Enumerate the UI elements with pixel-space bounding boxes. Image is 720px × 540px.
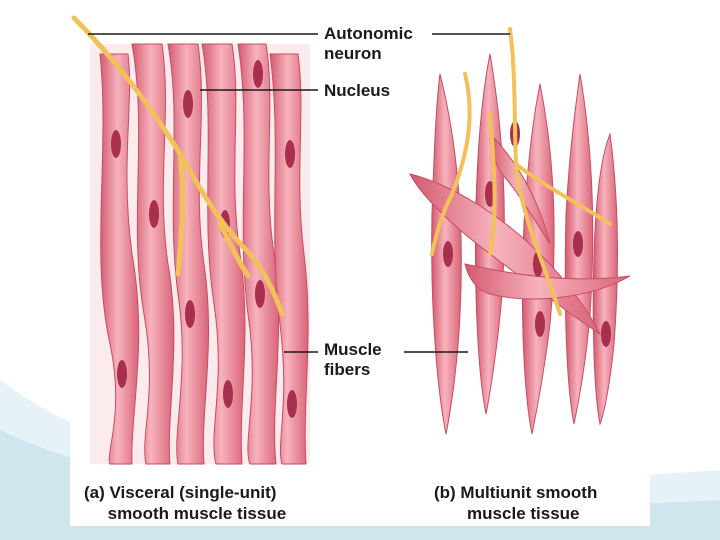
diagram-figure: Autonomic neuron Nucleus Muscle fibers (… <box>70 14 650 526</box>
leader-lines <box>88 33 510 353</box>
autonomic-neuron-single-unit <box>71 15 285 317</box>
label-muscle-fibers: Muscle fibers <box>324 340 382 379</box>
label-autonomic-neuron: Autonomic neuron <box>324 24 413 63</box>
caption-visceral: (a) Visceral (single-unit) smooth muscle… <box>84 483 287 523</box>
caption-multiunit: (b) Multiunit smooth muscle tissue <box>434 483 598 523</box>
muscle-illustration <box>71 15 631 465</box>
label-nucleus: Nucleus <box>324 81 391 100</box>
single-unit-tissue <box>90 43 310 465</box>
multiunit-tissue <box>409 53 631 435</box>
autonomic-neuron-multiunit <box>430 27 612 316</box>
